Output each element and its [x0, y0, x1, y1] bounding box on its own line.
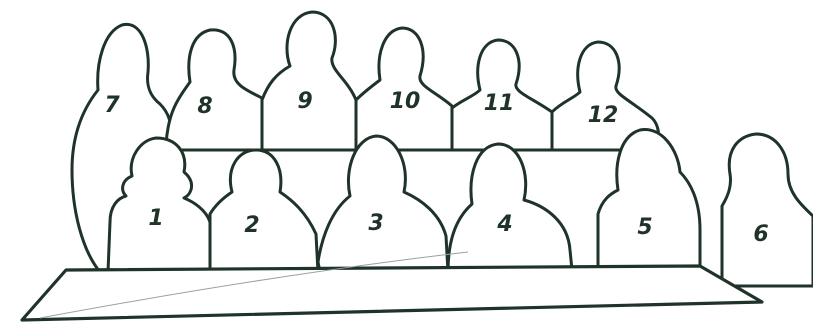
figure-6-label: 6: [753, 222, 768, 247]
figure-3-label: 3: [368, 211, 383, 236]
figure-6-silhouette: [722, 134, 813, 286]
table-top: [22, 266, 762, 320]
figure-2-label: 2: [244, 213, 259, 238]
figure-12-label: 12: [588, 103, 619, 128]
figure-2-silhouette: [210, 150, 318, 272]
figure-8-label: 8: [197, 94, 212, 119]
figure-9-silhouette: [262, 12, 356, 150]
figure-4-label: 4: [496, 212, 512, 237]
figure-10-label: 10: [390, 89, 421, 114]
figure-11-label: 11: [484, 91, 515, 116]
figure-9-label: 9: [297, 89, 312, 114]
figure-1-label: 1: [148, 206, 163, 231]
figure-7-label: 7: [104, 93, 120, 118]
front-row: [108, 130, 813, 286]
figure-8-silhouette: [166, 30, 262, 150]
figure-5-label: 5: [637, 215, 652, 240]
figure-4-silhouette: [448, 144, 572, 272]
figure-3-silhouette: [318, 136, 448, 272]
